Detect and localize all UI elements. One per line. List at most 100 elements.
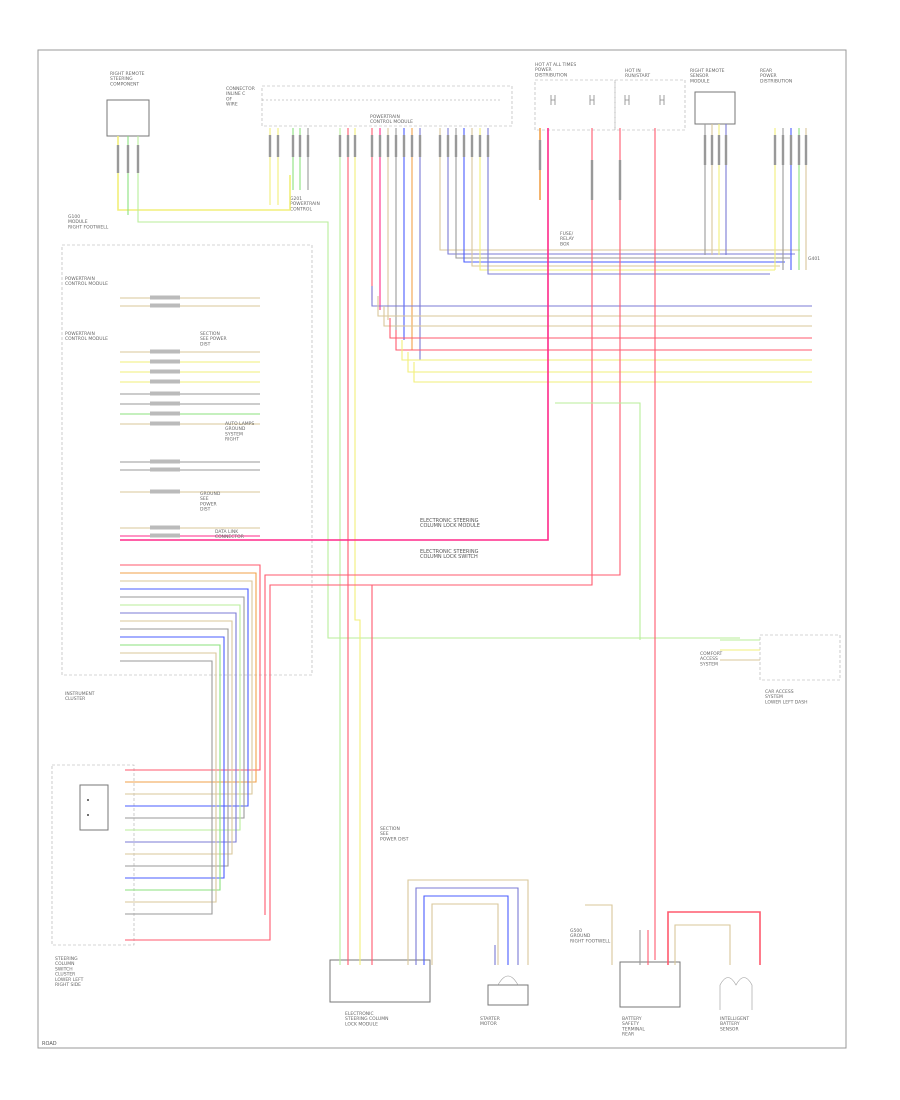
wire-label-tag	[804, 135, 808, 165]
wire-lightgreen-access	[555, 402, 641, 640]
left-pin-tag	[150, 467, 180, 472]
wire-right-feed	[487, 128, 770, 275]
wire-bus-horizontal	[395, 330, 812, 351]
wire-lower-left	[120, 612, 237, 843]
wire-label-tag	[590, 160, 594, 200]
wire-right-feed	[455, 128, 790, 259]
wire-bus-horizontal	[407, 352, 812, 373]
wire-right-feed	[439, 128, 800, 251]
wire-lower-left	[120, 564, 261, 771]
wire-label-tag	[781, 135, 785, 165]
wire-label-tag	[386, 135, 390, 157]
wire-label-tag	[291, 135, 295, 157]
left-pin-tag	[150, 369, 180, 374]
wire-bottom-center	[423, 895, 509, 965]
wire-bottom-center	[415, 887, 519, 965]
wire-label-tag	[338, 135, 342, 157]
wire-bus-horizontal	[377, 296, 812, 317]
wire-label-tag	[378, 135, 382, 157]
wire-label-tag	[370, 135, 374, 157]
left-pin-tag	[150, 411, 180, 416]
left-pin-tag	[150, 421, 180, 426]
wire-label-tag	[470, 135, 474, 157]
wire-label-tag	[276, 135, 280, 157]
wire-label-tag	[136, 145, 140, 173]
wire-lower-left	[120, 588, 249, 807]
diagram-frame	[37, 49, 847, 1049]
wire-label-tag	[268, 135, 272, 157]
wire-battery-tan-2	[674, 924, 731, 965]
wire-lower-left	[120, 620, 233, 855]
wire-label-tag	[454, 135, 458, 157]
wire-label-tag	[402, 135, 406, 157]
wire-right-feed	[447, 128, 795, 255]
wire-label-tag	[618, 160, 622, 200]
wire-label-tag	[478, 135, 482, 157]
wire-label-tag	[438, 135, 442, 157]
wire-label-tag	[789, 135, 793, 165]
wire-label-tag	[394, 135, 398, 157]
wire-lower-left	[120, 628, 229, 867]
wire-bus-horizontal	[413, 362, 812, 383]
wire-red-fuse-2	[264, 128, 621, 915]
wire-label-tag	[538, 140, 542, 170]
left-pin-tag	[150, 401, 180, 406]
wire-label-tag	[306, 135, 310, 157]
left-pin-tag	[150, 349, 180, 354]
wire-lightgreen-long	[137, 136, 740, 639]
wire-label-tag	[116, 145, 120, 173]
wire-bottom-center	[431, 903, 499, 965]
wire-battery-tan	[585, 904, 613, 965]
wire-right-feed	[479, 128, 775, 271]
wire-lower-left	[120, 644, 221, 891]
wire-label-tag	[126, 145, 130, 173]
left-pin-tag	[150, 489, 180, 494]
left-module-pins	[120, 295, 260, 538]
wire-bus-horizontal	[389, 318, 812, 339]
wire-lower-left	[120, 580, 253, 795]
ground-right-label: G401	[808, 256, 820, 262]
left-pin-tag	[150, 533, 180, 538]
left-pin-tag	[150, 303, 180, 308]
wire-bottom-center	[407, 879, 529, 965]
left-pin-tag	[150, 295, 180, 300]
wire-label-tag	[797, 135, 801, 165]
wire-harness	[116, 124, 812, 965]
wire-bus-horizontal	[383, 306, 812, 327]
wire-label-tag	[346, 135, 350, 157]
wire-label-tag	[418, 135, 422, 157]
wire-bus-horizontal	[371, 286, 812, 307]
wire-label-tag	[410, 135, 414, 157]
left-pin-tag	[150, 391, 180, 396]
wire-red-fuse	[125, 128, 593, 941]
